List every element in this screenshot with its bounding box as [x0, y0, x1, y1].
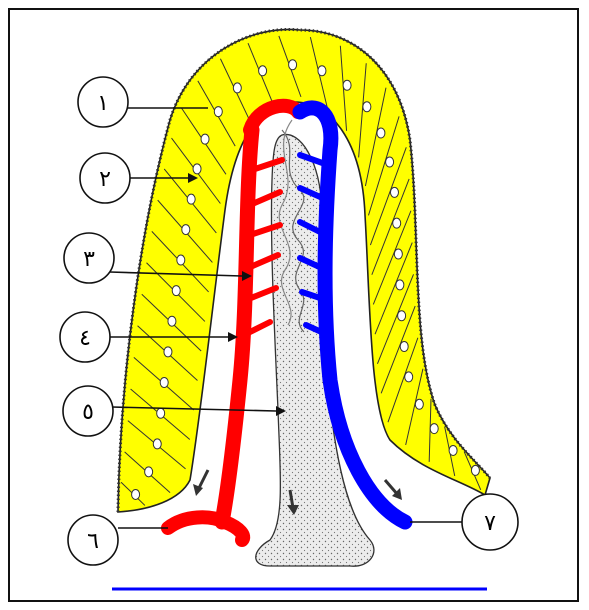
cell-nucleus [160, 378, 168, 388]
cell-nucleus [259, 66, 267, 76]
label-7-text: ٧ [484, 511, 496, 536]
cell-nucleus [405, 372, 413, 382]
cell-nucleus [394, 249, 402, 259]
label-6-text: ٦ [87, 529, 99, 554]
cell-nucleus [187, 194, 195, 204]
cell-nucleus [415, 399, 423, 409]
label-5-text: ٥ [82, 400, 94, 425]
label-1-text: ١ [97, 91, 109, 116]
label-3: ٣ [64, 233, 114, 283]
cell-nucleus [182, 225, 190, 235]
cell-nucleus [449, 445, 457, 455]
lacteal [256, 134, 374, 566]
cell-nucleus [214, 107, 222, 117]
label-7: ٧ [462, 494, 518, 550]
cell-nucleus [177, 255, 185, 265]
label-4: ٤ [60, 312, 110, 362]
cell-nucleus [363, 102, 371, 112]
cell-nucleus [430, 424, 438, 434]
cell-nucleus [132, 489, 140, 499]
cell-nucleus [400, 342, 408, 352]
cell-nucleus [168, 316, 176, 326]
label-3-text: ٣ [83, 247, 95, 272]
cell-nucleus [318, 66, 326, 76]
cell-nucleus [398, 311, 406, 321]
cell-nucleus [393, 218, 401, 228]
cell-nucleus [157, 408, 165, 418]
cell-nucleus [201, 134, 209, 144]
cell-nucleus [471, 465, 479, 475]
label-1: ١ [78, 77, 128, 127]
cell-nucleus [396, 280, 404, 290]
cell-nucleus [164, 347, 172, 357]
cell-nucleus [343, 80, 351, 90]
label-6: ٦ [68, 515, 118, 565]
label-4-text: ٤ [79, 326, 91, 351]
cell-nucleus [390, 187, 398, 197]
label-2-text: ٢ [99, 167, 111, 192]
cell-nucleus [386, 157, 394, 167]
label-5: ٥ [63, 386, 113, 436]
cell-nucleus [193, 164, 201, 174]
label-2: ٢ [80, 153, 130, 203]
cell-nucleus [145, 467, 153, 477]
cell-nucleus [289, 60, 297, 70]
cell-nucleus [233, 83, 241, 93]
cell-nucleus [377, 128, 385, 138]
cell-nucleus [172, 286, 180, 296]
cell-nucleus [153, 439, 161, 449]
